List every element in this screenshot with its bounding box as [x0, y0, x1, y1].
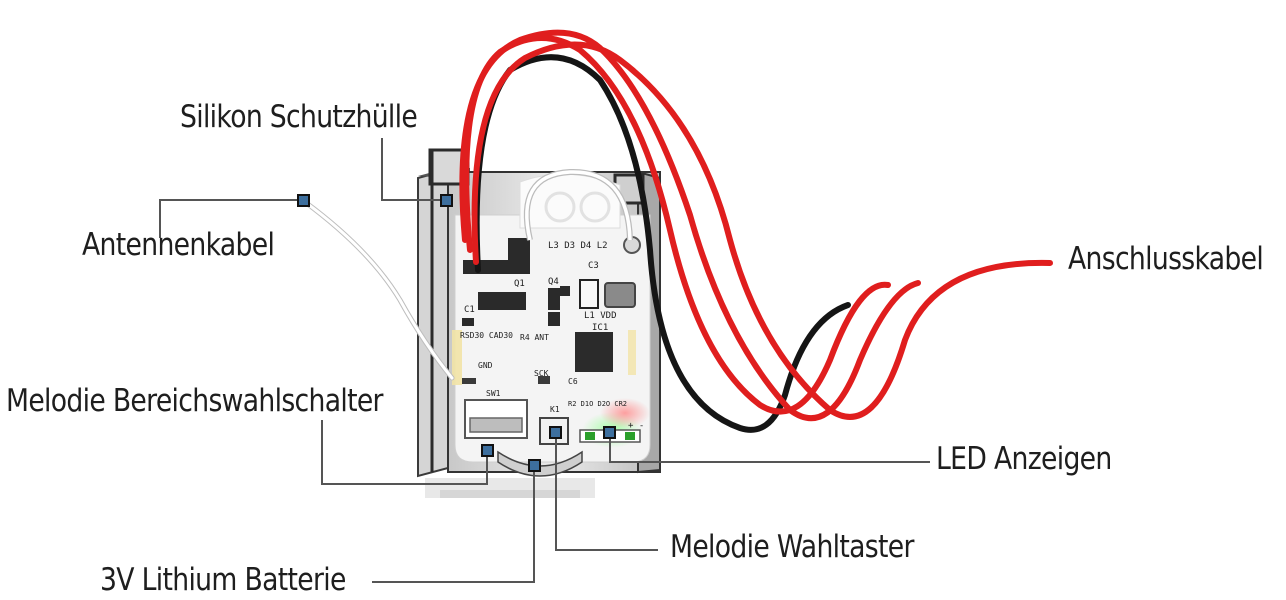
- label-melodie-wahltaster: Melodie Wahltaster: [670, 529, 914, 565]
- pcb-board: L3 D3 D4 L2 C3 C1 Q1 Q4 L1 VDD IC1 RSD30…: [452, 173, 651, 477]
- leader-melodie-bereich: [321, 420, 488, 485]
- pcb-label-radio: RSD30 CAD30: [460, 331, 513, 340]
- label-melodie-bereichswahlschalter: Melodie Bereichswahlschalter: [6, 383, 384, 419]
- pcb-label-sck: SCK: [534, 369, 549, 378]
- marker-led: [603, 426, 616, 439]
- marker-batterie: [528, 459, 541, 472]
- leader-silikon: [381, 138, 447, 201]
- pcb-label-q4: Q4: [548, 277, 559, 287]
- pcb-label-ic1: IC1: [592, 323, 608, 333]
- pcb-label-plus-minus: + -: [628, 421, 644, 431]
- label-antennenkabel: Antennenkabel: [82, 227, 275, 263]
- device-shadow: [425, 478, 595, 498]
- pcb-label-c3: C3: [588, 261, 599, 271]
- pcb-label-led-marks: R2 D1O D2O CR2: [568, 400, 627, 408]
- pcb-label-r4: R4 ANT: [520, 333, 549, 342]
- markers: [297, 194, 616, 472]
- marker-antenne: [297, 194, 310, 207]
- leader-lines: [159, 138, 930, 583]
- label-silikon-schutzhuelle: Silikon Schutzhülle: [180, 99, 418, 135]
- leader-batterie: [372, 466, 535, 583]
- pcb-label-k1: K1: [550, 405, 560, 414]
- pcb-label-c6: C6: [568, 377, 578, 386]
- leader-melodie-taster: [555, 434, 658, 551]
- marker-melodie-bereich: [481, 444, 494, 457]
- leader-antenne: [159, 199, 303, 238]
- marker-melodie-taster: [549, 426, 562, 439]
- pcb-label-sw: SW1: [486, 389, 501, 398]
- label-led-anzeigen: LED Anzeigen: [936, 441, 1112, 477]
- pcb-label-q1: Q1: [514, 279, 525, 289]
- pcb-label-l1vdd: L1 VDD: [584, 311, 617, 321]
- label-anschlusskabel: Anschlusskabel: [1068, 241, 1264, 277]
- pcb-label-c1: C1: [464, 305, 475, 315]
- marker-silikon: [440, 194, 453, 207]
- leader-led: [609, 434, 930, 463]
- connection-cables: [459, 29, 1053, 433]
- pcb-label-gnd: GND: [478, 361, 493, 370]
- pcb-label-ld: L3 D3 D4 L2: [548, 241, 608, 251]
- label-3v-lithium-batterie: 3V Lithium Batterie: [100, 562, 346, 598]
